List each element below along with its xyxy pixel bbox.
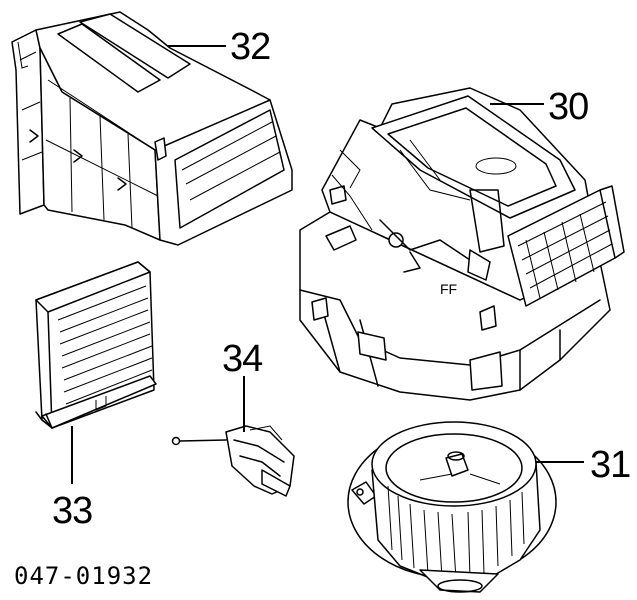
part-32-intake-duct — [11, 11, 293, 246]
callout-34: 34 — [222, 338, 263, 380]
callout-31: 31 — [590, 444, 631, 486]
callout-leaders — [71, 45, 584, 484]
svg-text:FF: FF — [440, 281, 457, 297]
callout-32: 32 — [230, 26, 271, 68]
part-31-blower-fan-motor — [347, 421, 557, 593]
callout-30: 30 — [548, 86, 589, 128]
part-33-air-filter — [35, 261, 157, 429]
callout-33: 33 — [52, 490, 93, 532]
part-34-resistor — [171, 425, 295, 497]
part-30-blower-case: FF — [299, 87, 625, 401]
diagram-code: 047-01932 — [14, 562, 154, 590]
